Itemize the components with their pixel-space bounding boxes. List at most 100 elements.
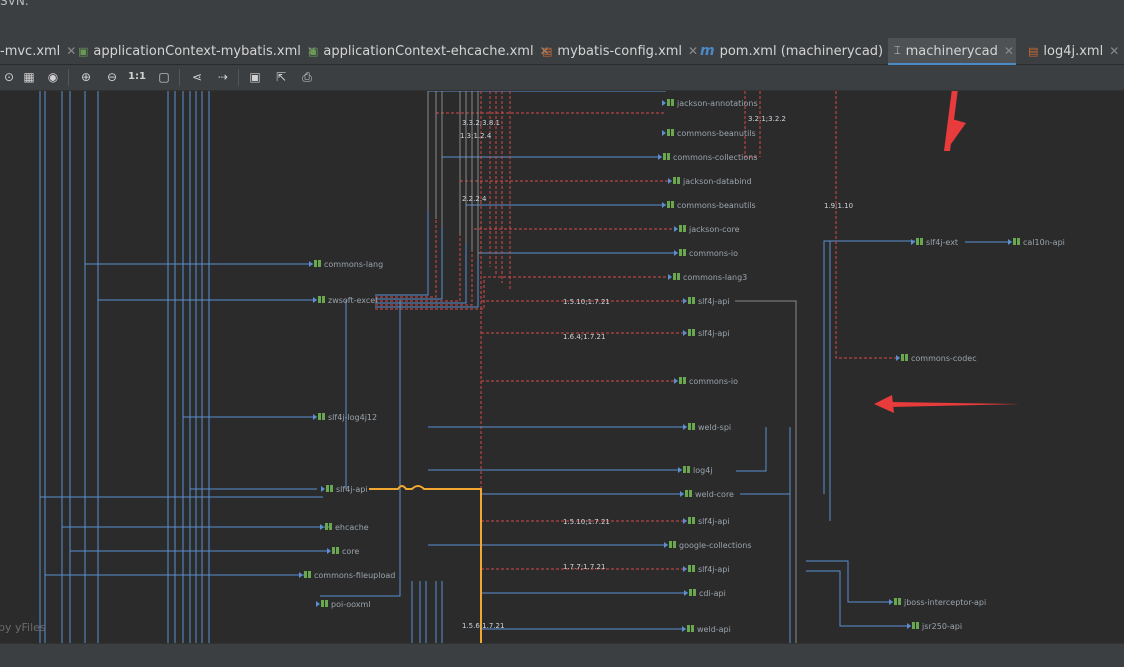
node-label-n30: commons-codec bbox=[911, 354, 977, 363]
node-label-n5: commons-beanutils bbox=[677, 201, 756, 210]
export-icon[interactable]: ⇱ bbox=[275, 70, 287, 84]
jar-icon bbox=[894, 598, 897, 605]
fit-content-icon[interactable]: ▢ bbox=[158, 70, 170, 84]
xml-icon: ▤ bbox=[1028, 44, 1039, 58]
tab-mvc-xml[interactable]: -mvc.xml ✕ bbox=[0, 38, 76, 64]
close-icon[interactable]: ✕ bbox=[1109, 44, 1120, 58]
dependency-edge bbox=[375, 156, 662, 300]
arrowhead bbox=[889, 599, 893, 605]
jar-icon bbox=[692, 517, 695, 524]
status-bar bbox=[0, 643, 1124, 667]
node-label-n10: slf4j-api bbox=[698, 329, 730, 338]
jar-icon bbox=[322, 413, 325, 420]
tab-label: log4j.xml bbox=[1043, 43, 1104, 59]
jar-icon bbox=[679, 377, 682, 384]
node-label-n2: commons-beanutils bbox=[677, 129, 756, 138]
arrowhead bbox=[911, 239, 915, 245]
node-label-n29: cal10n-api bbox=[1023, 238, 1065, 247]
jar-icon bbox=[667, 153, 670, 160]
apply-layout-icon[interactable]: ⇢ bbox=[217, 70, 229, 84]
spring-xml-icon: ▣ bbox=[308, 44, 319, 58]
jar-icon bbox=[916, 622, 919, 629]
tab-label: -mvc.xml bbox=[0, 43, 61, 59]
title-strip: SVN: bbox=[0, 0, 1124, 10]
arrowhead bbox=[313, 297, 317, 303]
jar-icon bbox=[905, 354, 908, 361]
jar-icon bbox=[685, 490, 688, 497]
close-icon[interactable]: ✕ bbox=[66, 44, 77, 58]
node-label-n17: slf4j-api bbox=[698, 565, 730, 574]
jar-icon bbox=[669, 541, 672, 548]
jar-icon bbox=[1013, 238, 1016, 245]
node-label-n32: jsr250-api bbox=[921, 622, 962, 631]
arrowhead bbox=[678, 467, 682, 473]
jar-icon bbox=[667, 201, 670, 208]
dependency-edge bbox=[806, 560, 893, 603]
jar-icon bbox=[901, 354, 904, 361]
jar-icon bbox=[689, 589, 692, 596]
tab-log4j-xml[interactable]: ▤ log4j.xml ✕ bbox=[1024, 38, 1124, 64]
dependency-edge bbox=[375, 204, 666, 304]
arrowhead bbox=[664, 542, 668, 548]
tab-machinerycad[interactable]: ⌶machinerycad✕ bbox=[888, 38, 1016, 66]
arrowhead bbox=[316, 601, 320, 607]
jar-icon bbox=[304, 571, 307, 578]
close-icon[interactable]: ✕ bbox=[688, 44, 699, 58]
diagram-toolbar: ⊙ ▦ ◉ ⊕ ⊖ 1:1 ▢ ⋖ ⇢ ▣ ⇱ ⎙ bbox=[0, 65, 1124, 91]
zoom-out-icon[interactable]: ⊖ bbox=[106, 70, 118, 84]
dependency-edge bbox=[823, 240, 915, 494]
toolbar-area bbox=[0, 10, 1124, 39]
dependency-edge bbox=[735, 300, 797, 643]
eye-icon[interactable]: ◉ bbox=[47, 70, 59, 84]
node-label-n8: commons-lang3 bbox=[683, 273, 747, 282]
arrowhead bbox=[683, 518, 687, 524]
jar-icon bbox=[677, 177, 680, 184]
arrowhead bbox=[683, 424, 687, 430]
zoom-in-icon[interactable]: ⊕ bbox=[80, 70, 92, 84]
diagram-svg[interactable]: jackson-annotationscommons-beanutilscomm… bbox=[0, 91, 1124, 643]
close-icon[interactable]: ✕ bbox=[306, 44, 317, 58]
version-label: 1.5.6;1.7.21 bbox=[462, 622, 504, 630]
node-label-n7: commons-io bbox=[689, 249, 738, 258]
node-label-n22: slf4j-log4j12 bbox=[328, 413, 377, 422]
select-icon[interactable]: ⊙ bbox=[3, 70, 15, 84]
dependency-edge bbox=[375, 252, 678, 308]
tab-label: applicationContext-ehcache.xml bbox=[323, 43, 534, 59]
close-icon[interactable]: ✕ bbox=[1003, 44, 1014, 58]
tab-label: mybatis-config.xml bbox=[557, 43, 683, 59]
jar-icon bbox=[692, 423, 695, 430]
grid-icon[interactable]: ▦ bbox=[23, 70, 35, 84]
jar-icon bbox=[322, 296, 325, 303]
jar-icon bbox=[677, 273, 680, 280]
save-icon[interactable]: ▣ bbox=[249, 70, 261, 84]
version-label: 3.2.1;3.2.2 bbox=[748, 115, 786, 123]
version-label: 3.3.2;3.8.1 bbox=[462, 119, 500, 127]
jar-icon bbox=[325, 523, 328, 530]
dependency-edge bbox=[375, 276, 672, 310]
node-label-n28: slf4j-ext bbox=[926, 238, 958, 247]
print-icon[interactable]: ⎙ bbox=[302, 70, 312, 84]
arrowhead bbox=[1008, 239, 1012, 245]
maven-icon: m bbox=[700, 43, 715, 59]
toolbar-divider bbox=[68, 69, 69, 86]
arrowhead bbox=[683, 330, 687, 336]
node-label-n27: poi-ooxml bbox=[331, 600, 371, 609]
jar-icon bbox=[683, 225, 686, 232]
tab-mybatis-config[interactable]: ▤mybatis-config.xml✕ bbox=[542, 38, 698, 64]
tab-applicationcontext-ehcache[interactable]: ▣ applicationContext-ehcache.xml ✕ bbox=[308, 38, 550, 64]
jar-icon bbox=[671, 99, 674, 106]
version-label: 1.5.10;1.7.21 bbox=[563, 298, 610, 306]
layout-icon[interactable]: ⋖ bbox=[191, 70, 203, 84]
actual-size-button[interactable]: 1:1 bbox=[128, 71, 146, 82]
dependency-edge bbox=[320, 300, 401, 597]
dependency-edge bbox=[369, 485, 482, 643]
jar-icon bbox=[671, 201, 674, 208]
tab-label: machinerycad bbox=[905, 43, 998, 59]
jar-icon bbox=[318, 296, 321, 303]
jar-icon bbox=[314, 260, 317, 267]
close-icon[interactable]: ✕ bbox=[539, 44, 550, 58]
jar-icon bbox=[687, 466, 690, 473]
tab-applicationcontext-mybatis[interactable]: ▣applicationContext-mybatis.xml✕ bbox=[78, 38, 317, 64]
